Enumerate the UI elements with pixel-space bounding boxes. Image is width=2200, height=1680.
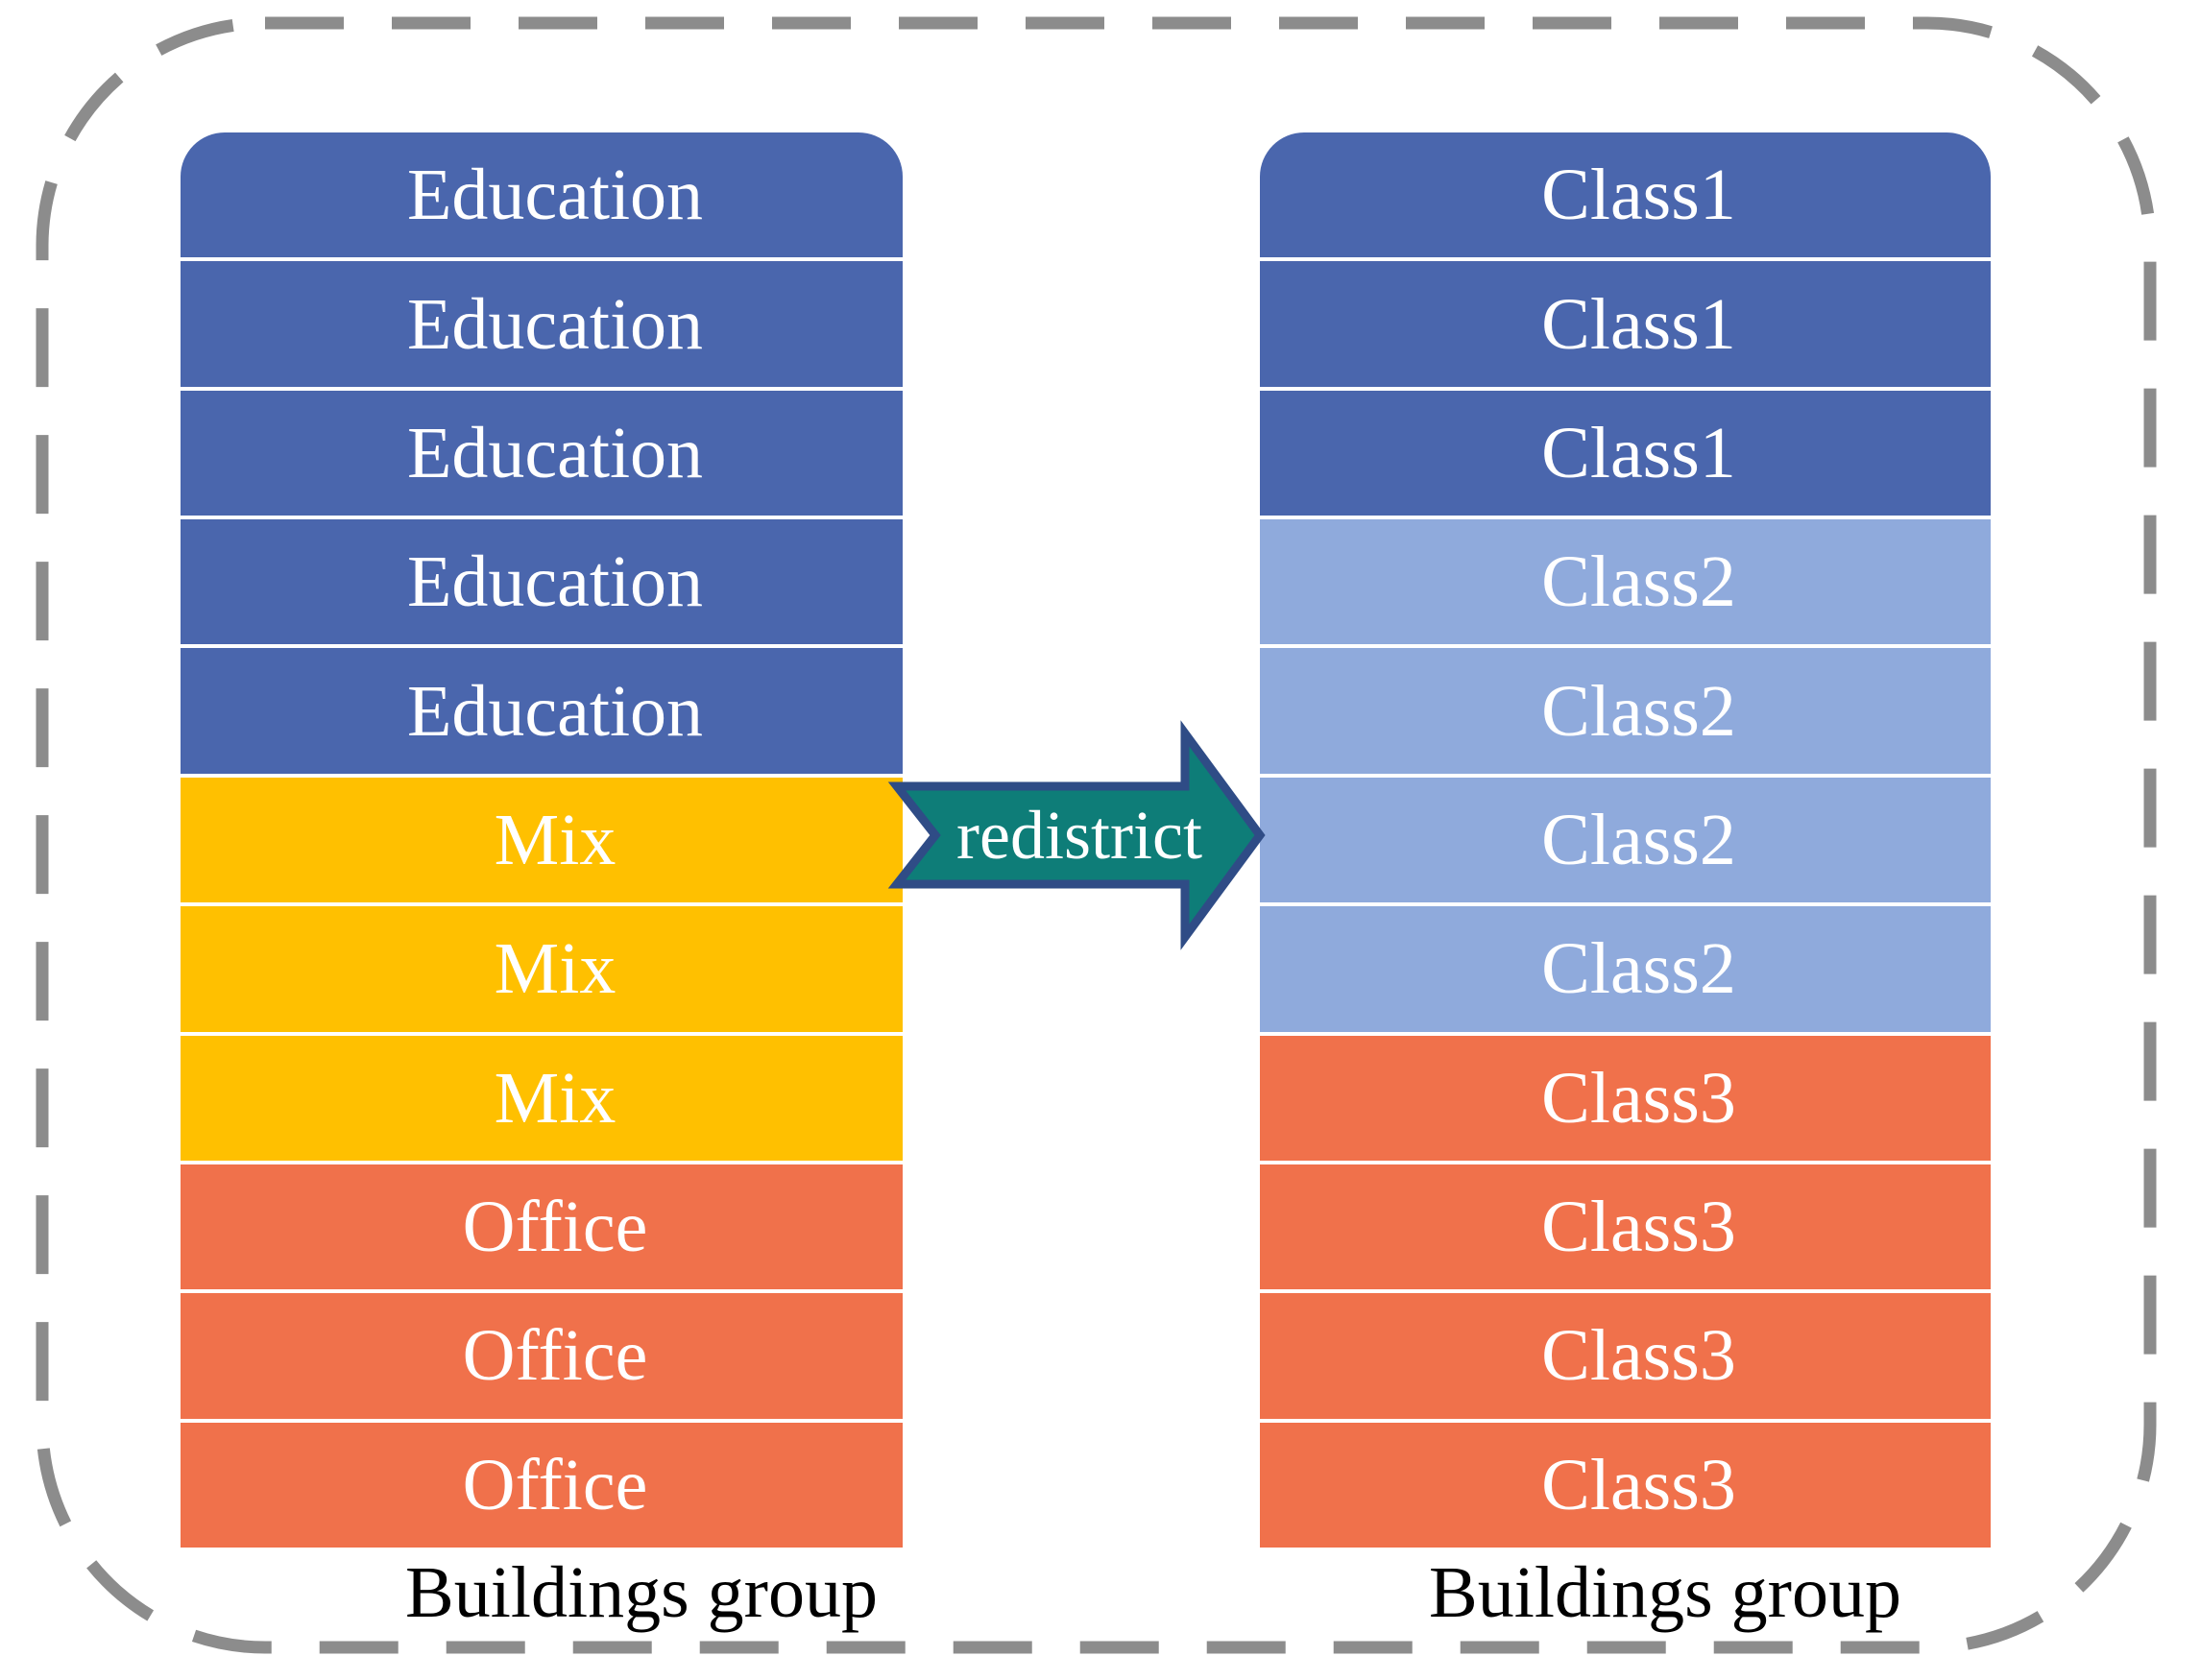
building-box: Mix [181,1035,903,1161]
building-box-label: Class1 [1541,155,1736,236]
building-box-label: Class2 [1541,670,1736,752]
building-box-label: Class2 [1541,928,1736,1010]
building-box-label: Education [406,541,704,623]
building-box: Class1 [1260,261,1991,387]
building-box-label: Class2 [1541,541,1736,623]
building-box: Office [181,1422,903,1548]
building-box-label: Class2 [1541,799,1736,880]
building-box-label: Mix [494,1057,616,1139]
building-box: Class2 [1260,648,1991,774]
building-box-label: Class1 [1541,412,1736,493]
building-box: Class1 [1260,132,1991,258]
building-box-label: Class3 [1541,1315,1736,1397]
left-buildings-group: Education Education Education Education … [181,132,903,1548]
building-box: Class1 [1260,390,1991,516]
building-box: Class3 [1260,1422,1991,1548]
building-box: Education [181,519,903,645]
building-box: Mix [181,777,903,903]
building-box-label: Mix [494,928,616,1010]
building-box: Education [181,261,903,387]
building-box: Class3 [1260,1293,1991,1419]
redistrict-arrow [887,720,1266,950]
building-box: Office [181,1164,903,1290]
building-box-label: Office [462,1187,648,1268]
building-box-label: Education [406,670,704,752]
building-box: Class3 [1260,1164,1991,1290]
right-buildings-group: Class1 Class1 Class1 Class2 Class2 Class… [1260,132,1991,1548]
building-box-label: Office [462,1444,648,1525]
building-box: Mix [181,906,903,1032]
building-box: Class3 [1260,1035,1991,1161]
left-group-caption: Buildings group [405,1552,878,1633]
building-box-label: Education [406,155,704,236]
building-box-label: Class3 [1541,1444,1736,1525]
building-box: Education [181,390,903,516]
building-box-label: Class3 [1541,1057,1736,1139]
building-box: Class2 [1260,519,1991,645]
building-box: Class2 [1260,906,1991,1032]
building-box-label: Education [406,283,704,365]
right-group-caption: Buildings group [1429,1552,1901,1633]
building-box-label: Mix [494,799,616,880]
building-box-label: Class3 [1541,1187,1736,1268]
building-box: Education [181,132,903,258]
building-box: Education [181,648,903,774]
redistrict-arrow-label: redistrict [956,797,1202,874]
building-box-label: Class1 [1541,283,1736,365]
building-box-label: Education [406,412,704,493]
building-box-label: Office [462,1315,648,1397]
building-box: Office [181,1293,903,1419]
dashed-border [36,16,2157,1654]
building-box: Class2 [1260,777,1991,903]
